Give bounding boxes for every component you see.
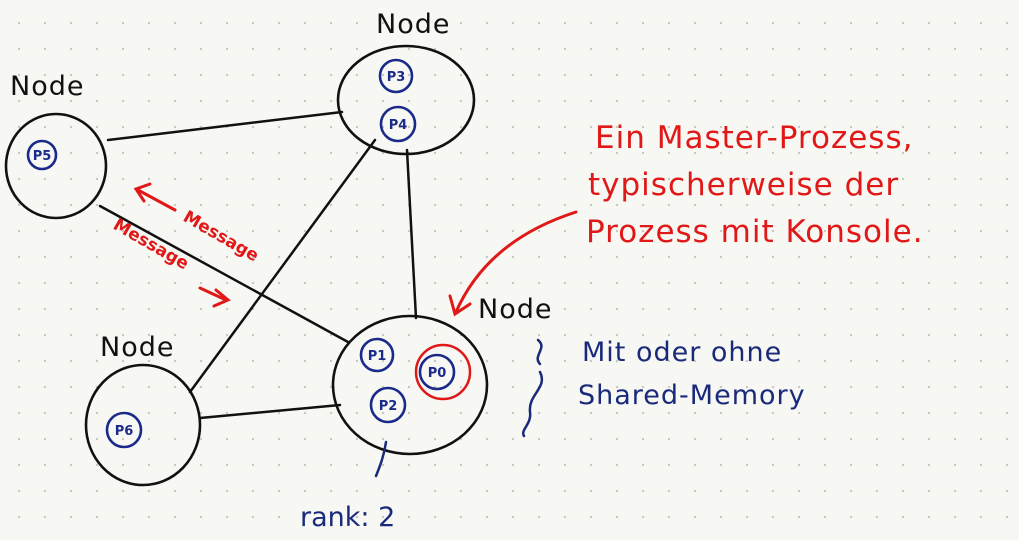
- process-p5-label: P5: [33, 149, 52, 164]
- memory-brace-upper: [536, 338, 543, 366]
- process-p2-label: P2: [379, 399, 398, 414]
- node-top-circle: [336, 44, 476, 156]
- master-annotation-line-1: Ein Master-Prozess,: [595, 120, 913, 156]
- process-p6-label: P6: [115, 424, 134, 439]
- message-arrow-upper: [136, 188, 177, 212]
- process-p1-circle: [359, 337, 395, 373]
- edge-node-bottomleft-node-center: [198, 403, 342, 420]
- message-arrow-lower-head: [212, 288, 231, 308]
- master-annotation-line-3: Prozess mit Konsole.: [586, 214, 924, 250]
- master-annotation-line-2: typischerweise der: [588, 167, 899, 203]
- message-arrow-upper-head: [133, 182, 152, 203]
- master-process-marker: [414, 343, 472, 401]
- edge-node-top-node-bottomleft: [188, 138, 377, 394]
- process-p0-circle: [418, 353, 456, 391]
- rank-pointer: [374, 440, 388, 478]
- node-bottomleft-circle: [84, 363, 202, 487]
- rank-label: rank: 2: [300, 502, 395, 533]
- node-bottomleft-label: Node: [100, 332, 174, 363]
- master-annotation-arrow: [454, 210, 578, 314]
- process-p0-label: P0: [428, 366, 447, 381]
- process-p4-circle: [379, 105, 417, 143]
- memory-brace-lower: [521, 370, 544, 438]
- memory-annotation-line-1: Mit oder ohne: [582, 337, 782, 368]
- process-p3-label: P3: [387, 70, 406, 85]
- process-p4-label: P4: [389, 118, 408, 133]
- process-p5-circle: [26, 139, 58, 171]
- process-p1-label: P1: [368, 349, 387, 364]
- master-annotation-arrow-head: [448, 294, 472, 317]
- node-center-circle: [331, 314, 489, 456]
- process-p6-circle: [105, 411, 143, 449]
- edge-node-left-node-center: [98, 204, 350, 344]
- node-left-circle: [4, 112, 108, 220]
- edge-node-top-node-center: [405, 148, 418, 320]
- node-center-label: Node: [478, 294, 552, 325]
- process-p3-circle: [378, 58, 414, 94]
- message-arrow-lower: [198, 286, 228, 302]
- node-left-label: Node: [10, 71, 84, 102]
- node-top-label: Node: [376, 9, 450, 40]
- memory-annotation-line-2: Shared-Memory: [578, 380, 806, 411]
- process-p2-circle: [369, 386, 407, 424]
- edge-node-left-node-top: [106, 110, 344, 142]
